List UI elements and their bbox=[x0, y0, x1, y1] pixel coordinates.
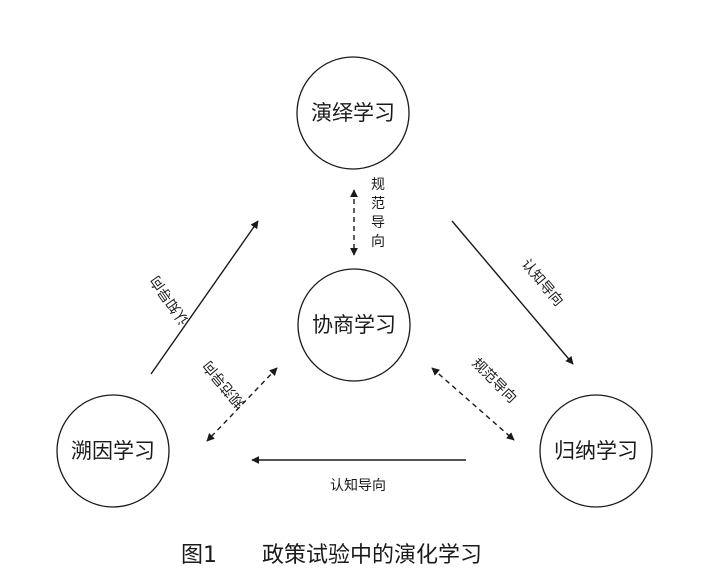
edge-consultative-inductive-label: 规范导向 bbox=[469, 355, 521, 407]
node-retrospective-circle bbox=[56, 394, 170, 508]
edge-consultative-retrospective-label: 规范导向 bbox=[199, 357, 248, 411]
edge-deductive-consultative-label: 规 范 导 向 bbox=[371, 177, 389, 250]
edge-deductive-consultative-char-1: 规 bbox=[371, 177, 385, 193]
edge-deductive-consultative-char-3: 导 bbox=[371, 215, 385, 231]
edge-retrospective-deductive-label: 认知导向 bbox=[147, 272, 193, 328]
caption-title: 政策试验中的演化学习 bbox=[262, 543, 482, 568]
node-inductive-learning: 归纳学习 bbox=[539, 394, 653, 508]
node-deductive-circle bbox=[296, 56, 410, 170]
edge-deductive-inductive bbox=[451, 220, 574, 365]
node-inductive-label: 归纳学习 bbox=[554, 439, 638, 463]
edge-consultative-retrospective bbox=[206, 367, 278, 442]
edge-deductive-consultative-char-2: 范 bbox=[371, 195, 385, 212]
edge-deductive-consultative-char-4: 向 bbox=[371, 234, 385, 250]
node-retrospective-learning: 溯因学习 bbox=[56, 394, 170, 508]
node-deductive-label: 演绎学习 bbox=[311, 101, 395, 125]
figure-caption: 图1 政策试验中的演化学习 bbox=[181, 543, 482, 568]
edge-consultative-inductive bbox=[431, 367, 515, 441]
node-deductive-learning: 演绎学习 bbox=[296, 56, 410, 170]
edge-inductive-retrospective-label: 认知导向 bbox=[330, 477, 386, 494]
node-consultative-circle bbox=[297, 268, 411, 382]
caption-figure-number: 图1 bbox=[181, 543, 217, 568]
edge-retrospective-deductive bbox=[150, 220, 259, 375]
node-retrospective-label: 溯因学习 bbox=[71, 439, 155, 463]
node-consultative-learning: 协商学习 bbox=[297, 268, 411, 382]
node-inductive-circle bbox=[539, 394, 653, 508]
edge-deductive-inductive-label: 认知导向 bbox=[518, 256, 567, 310]
node-consultative-label: 协商学习 bbox=[312, 313, 396, 337]
